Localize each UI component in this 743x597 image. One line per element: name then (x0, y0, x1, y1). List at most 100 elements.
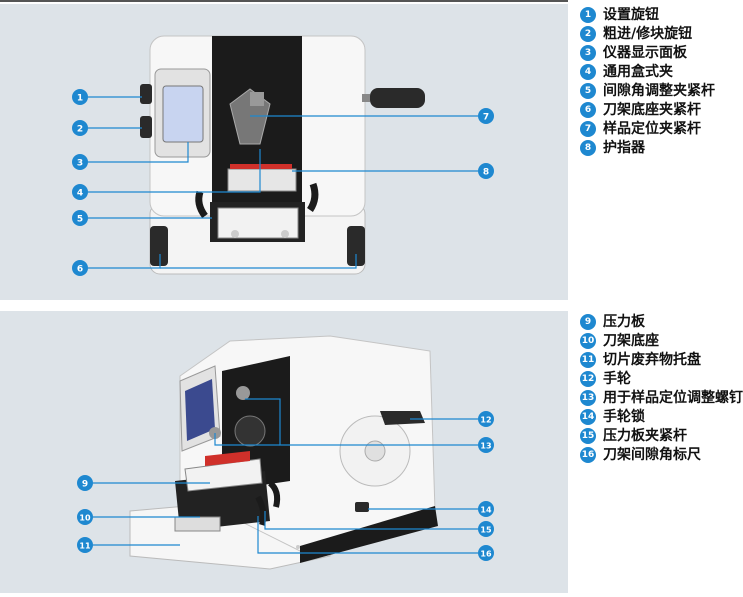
svg-text:1: 1 (77, 94, 83, 104)
legend-label: 粗进/修块旋钮 (603, 26, 693, 42)
callout-1: 1 (72, 89, 88, 105)
legend-number: 7 (580, 121, 596, 137)
specimen-holder (234, 415, 266, 447)
legend-number: 6 (580, 102, 596, 118)
legend-number: 11 (580, 352, 596, 368)
legend-item-3: 3 仪器显示面板 (580, 44, 743, 63)
svg-text:5: 5 (77, 215, 83, 225)
clearance-angle-lever (195, 190, 208, 219)
screw-left (231, 230, 239, 238)
callout-11: 11 (77, 537, 93, 553)
callout-7: 7 (478, 108, 494, 124)
legend-number: 13 (580, 390, 596, 406)
display-screen (162, 85, 204, 143)
legend-label: 通用盒式夹 (603, 64, 673, 80)
legend-number: 2 (580, 26, 596, 42)
svg-text:8: 8 (483, 168, 489, 178)
svg-text:2: 2 (77, 125, 83, 135)
front-view-panel: 1 2 3 4 5 6 7 8 (0, 4, 568, 300)
legend-item-5: 5 间隙角调整夹紧杆 (580, 82, 743, 101)
callout-12: 12 (478, 411, 494, 427)
clearance-scale-lever (267, 480, 281, 508)
callout-13: 13 (478, 437, 494, 453)
specimen-clamp-knob (250, 92, 264, 106)
bottom-callouts: 9 10 11 12 13 14 15 16 (77, 411, 494, 561)
legend-label: 手轮 (603, 371, 631, 387)
callout-8: 8 (478, 163, 494, 179)
legend-label: 手轮锁 (603, 409, 645, 425)
angled-view-panel: 9 10 11 12 13 14 15 16 (0, 311, 568, 593)
front-view-diagram: 1 2 3 4 5 6 7 8 (72, 35, 494, 276)
legend-number: 4 (580, 64, 596, 80)
angled-view-diagram: 9 10 11 12 13 14 15 16 (77, 335, 494, 570)
legend-label: 间隙角调整夹紧杆 (603, 83, 715, 99)
svg-text:10: 10 (79, 514, 91, 523)
svg-text:6: 6 (77, 265, 83, 275)
setting-knob (140, 84, 152, 104)
left-clamp-lever (150, 226, 168, 266)
finger-guard (230, 164, 292, 169)
legend-label: 护指器 (603, 140, 645, 156)
callout-16: 16 (478, 545, 494, 561)
legend-number: 10 (580, 333, 596, 349)
legend-number: 8 (580, 140, 596, 156)
handwheel-hub (364, 440, 386, 462)
legend-label: 刀架间隙角标尺 (603, 447, 701, 463)
screw-right (281, 230, 289, 238)
svg-text:13: 13 (480, 442, 491, 451)
callout-10: 10 (77, 509, 93, 525)
legend-label: 压力板 (603, 314, 645, 330)
legend-label: 样品定位夹紧杆 (603, 121, 701, 137)
legend-label: 切片废弃物托盘 (603, 352, 701, 368)
handwheel-handle (370, 88, 425, 108)
svg-text:16: 16 (480, 550, 492, 559)
legend-label: 刀架底座 (603, 333, 659, 349)
svg-text:11: 11 (79, 542, 91, 551)
rail-screw (296, 545, 300, 549)
callout-2: 2 (72, 120, 88, 136)
legend-item-4: 4 通用盒式夹 (580, 63, 743, 82)
legend-label: 仪器显示面板 (603, 45, 687, 61)
legend-number: 9 (580, 314, 596, 330)
base-rail (300, 506, 438, 563)
svg-text:14: 14 (480, 506, 492, 515)
legend-label: 压力板夹紧杆 (603, 428, 687, 444)
legend-item-6: 6 刀架底座夹紧杆 (580, 101, 743, 120)
callout-5: 5 (72, 210, 88, 226)
svg-text:7: 7 (483, 113, 489, 123)
legend-label: 刀架底座夹紧杆 (603, 102, 701, 118)
finger-guard (205, 451, 250, 466)
callout-9: 9 (77, 475, 93, 491)
legend-number: 5 (580, 83, 596, 99)
legend-item-13: 13 用于样品定位调整螺钉 (580, 389, 743, 408)
svg-text:12: 12 (480, 416, 491, 425)
svg-text:9: 9 (82, 480, 88, 490)
legend-label: 用于样品定位调整螺钉 (603, 390, 743, 406)
legend-item-16: 16 刀架间隙角标尺 (580, 446, 743, 465)
handwheel-lock (355, 502, 369, 512)
callout-3: 3 (72, 154, 88, 170)
right-clamp-lever (347, 226, 365, 266)
legend-item-8: 8 护指器 (580, 139, 743, 158)
legend-item-2: 2 粗进/修块旋钮 (580, 25, 743, 44)
legend-number: 3 (580, 45, 596, 61)
legend-item-11: 11 切片废弃物托盘 (580, 351, 743, 370)
legend-number: 16 (580, 447, 596, 463)
legend-number: 12 (580, 371, 596, 387)
display-screen (185, 379, 215, 441)
legend-label: 设置旋钮 (603, 7, 659, 23)
legend-item-12: 12 手轮 (580, 370, 743, 389)
legend-number: 14 (580, 409, 596, 425)
legend-item-14: 14 手轮锁 (580, 408, 743, 427)
specimen-adjust-screw (236, 386, 250, 400)
cassette-clamp (227, 168, 297, 192)
knife-slot (174, 516, 221, 532)
top-rule (0, 0, 568, 2)
svg-text:3: 3 (77, 159, 83, 169)
top-callouts: 1 2 3 4 5 6 7 8 (72, 89, 494, 276)
pressure-plate-lever (255, 495, 267, 526)
